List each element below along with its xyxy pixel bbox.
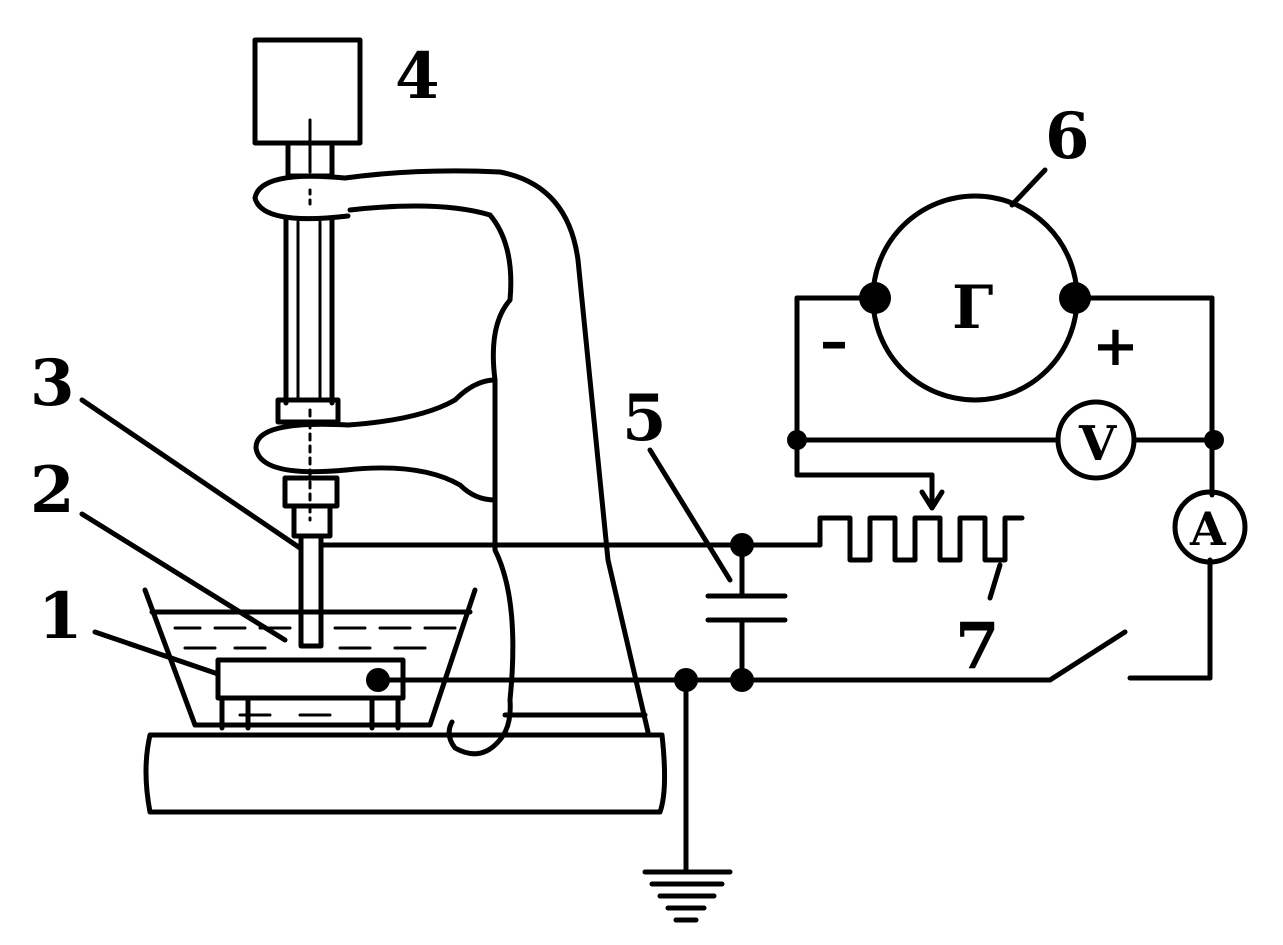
- circuit-wiring: [318, 295, 1224, 692]
- machine-base: [143, 732, 668, 815]
- label-6: 6: [1045, 99, 1090, 174]
- workpiece-1: [215, 657, 406, 731]
- spindle: [253, 188, 351, 539]
- label-5: 5: [622, 381, 667, 456]
- tool-electrode-3: [298, 533, 324, 649]
- rheostat-7: [817, 515, 1025, 563]
- label-2: 2: [30, 453, 75, 528]
- label-4: 4: [395, 39, 440, 114]
- generator-6: [859, 193, 1091, 403]
- generator-plus: +: [1092, 313, 1139, 379]
- label-7: 7: [955, 609, 1000, 684]
- voltmeter-symbol: V: [1078, 416, 1117, 472]
- ground-symbol: [642, 677, 733, 923]
- machine-frame: [342, 168, 651, 757]
- generator-symbol: Г: [952, 273, 993, 343]
- leader-lines: [79, 167, 1048, 677]
- label-1: 1: [38, 579, 83, 654]
- drive-head-4: [252, 37, 363, 222]
- capacitor-5: [705, 542, 788, 683]
- ammeter: [1172, 489, 1248, 565]
- generator-minus: –: [820, 308, 848, 374]
- switch-blade: [1047, 629, 1128, 683]
- ammeter-symbol: A: [1189, 502, 1227, 556]
- voltmeter: [1055, 399, 1137, 481]
- label-3: 3: [30, 346, 75, 421]
